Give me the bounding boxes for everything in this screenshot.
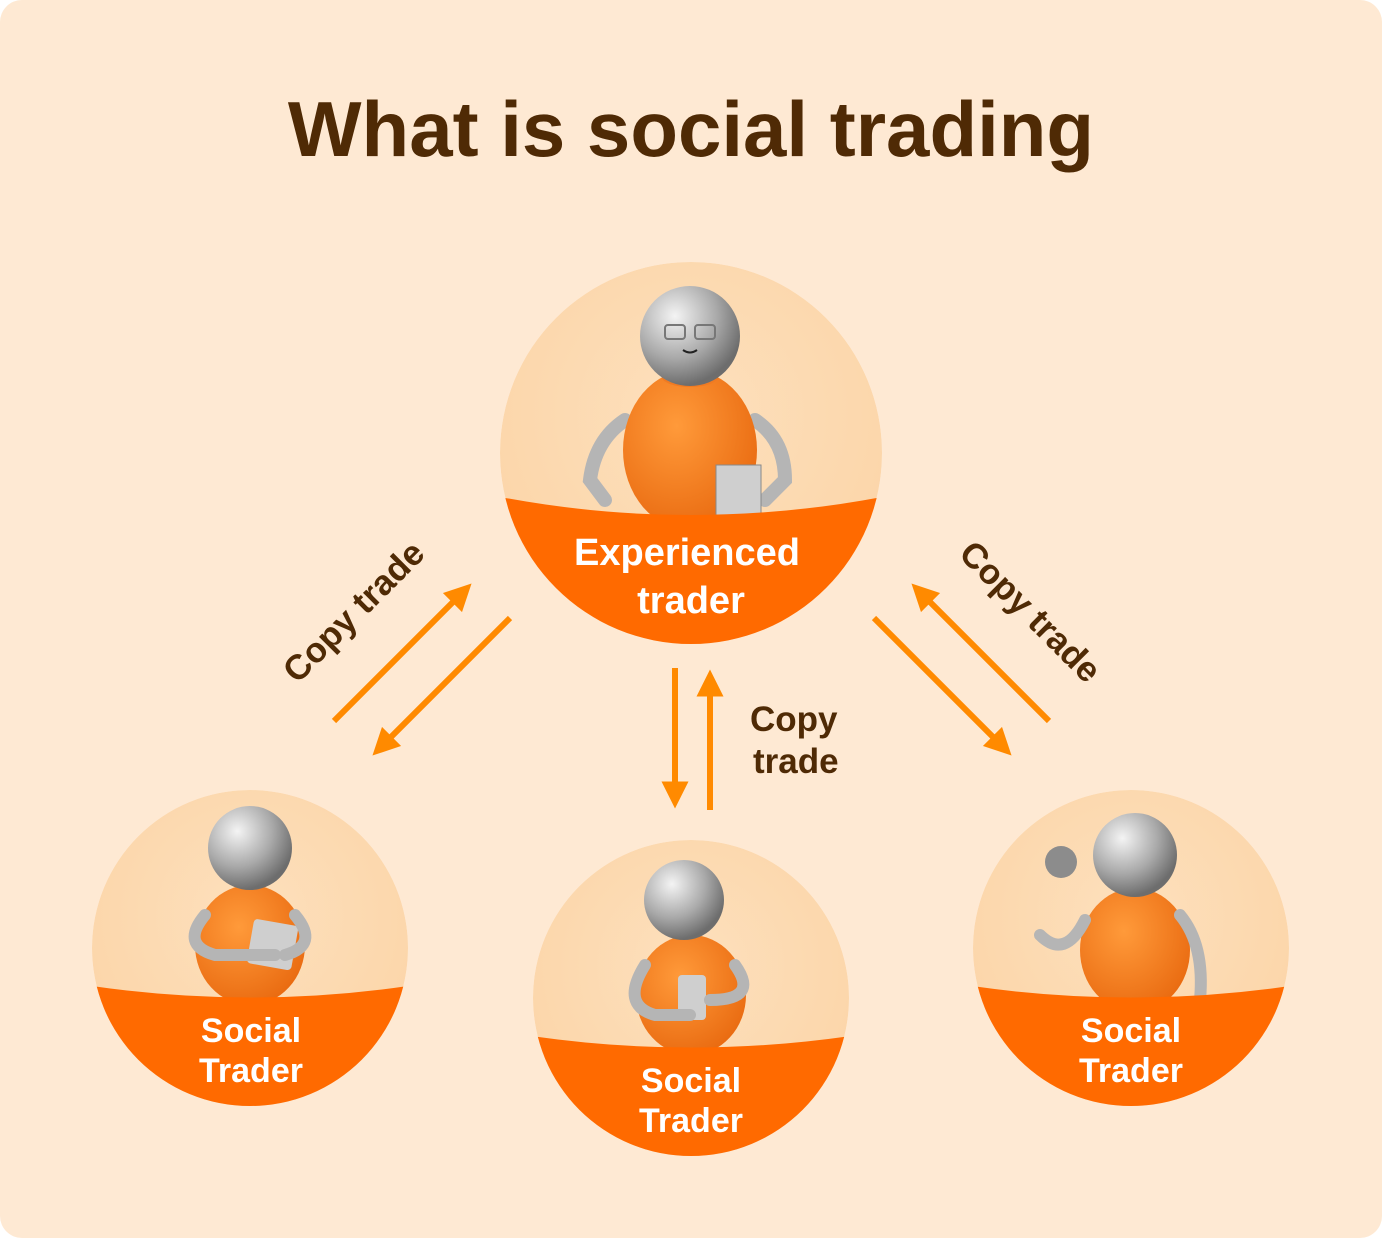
node-label-line2: Trader <box>639 1102 743 1140</box>
node-label-line2: Trader <box>199 1052 303 1090</box>
arrow-right-down <box>871 615 1012 756</box>
character-illustration <box>188 806 312 1005</box>
node-social-trader-left <box>92 790 408 1106</box>
node-label-line1: Social <box>641 1062 741 1100</box>
character-illustration <box>628 860 750 1055</box>
node-label-line1: Experienced <box>574 532 800 574</box>
edge-label-right: Copy trade <box>952 533 1109 690</box>
node-label-line1: Social <box>201 1012 301 1050</box>
page-title: What is social trading <box>288 85 1094 173</box>
edge-label-center-line1: Copy <box>750 700 838 739</box>
chat-bubble-icon <box>1045 846 1077 878</box>
arrow-left-up <box>331 583 472 724</box>
edge-label-left: Copy trade <box>275 533 432 690</box>
arrow-left-down <box>372 615 513 756</box>
edge-label-center-line2: trade <box>753 742 839 781</box>
character-illustration <box>1034 813 1207 1012</box>
arrow-right-up <box>911 583 1052 724</box>
node-label-line2: Trader <box>1079 1052 1183 1090</box>
node-label-line2: trader <box>637 580 745 622</box>
node-label-line1: Social <box>1081 1012 1181 1050</box>
character-illustration <box>582 286 793 530</box>
